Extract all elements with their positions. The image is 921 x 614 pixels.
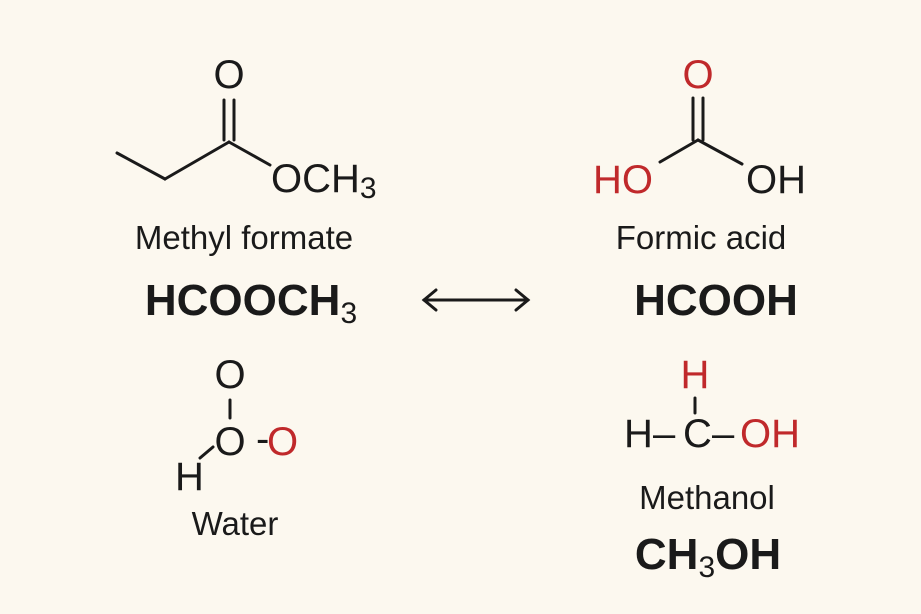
left-hydrogen: H — [624, 412, 653, 456]
water-structure: O O - O H — [175, 353, 298, 499]
top-hydrogen: H — [681, 353, 710, 397]
methyl-formate-formula: HCOOCH3 — [145, 276, 357, 330]
methanol-dash-1: – — [653, 412, 676, 456]
chain-bond — [163, 140, 231, 181]
top-oxygen: O — [214, 353, 245, 397]
methanol-formula: CH3OH — [635, 530, 781, 584]
ethyl-bond — [115, 151, 167, 181]
formic-acid-formula: HCOOH — [634, 276, 798, 325]
methyl-formate-name: Methyl formate — [135, 219, 353, 256]
right-bond — [696, 138, 744, 166]
water-hydrogen: H — [175, 455, 204, 499]
formic-acid-structure: O HO OH — [593, 53, 806, 202]
hydroxyl-left-label: HO — [593, 158, 653, 202]
carbonyl-oxygen: O — [213, 53, 244, 97]
formic-acid-name: Formic acid — [616, 219, 787, 256]
ester-group-label: OCH3 — [271, 157, 377, 205]
h-bond — [198, 445, 215, 460]
methanol-name: Methanol — [639, 479, 775, 516]
double-arrow-icon — [421, 288, 531, 312]
right-oxygen: O — [267, 420, 298, 464]
water-name: Water — [192, 505, 279, 542]
ester-bond — [227, 140, 272, 167]
water-dash: - — [256, 417, 269, 461]
hydroxyl-right-label: OH — [746, 158, 806, 202]
methyl-formate-structure: O OCH3 — [115, 53, 377, 205]
methanol-carbon: C — [683, 412, 712, 456]
methanol-structure: H H – C – OH — [624, 353, 800, 456]
methanol-oh-label: OH — [740, 412, 800, 456]
methanol-dash-2: – — [712, 412, 735, 456]
carbonyl-oxygen: O — [682, 53, 713, 97]
center-oxygen: O — [214, 420, 245, 464]
left-bond — [658, 138, 700, 164]
